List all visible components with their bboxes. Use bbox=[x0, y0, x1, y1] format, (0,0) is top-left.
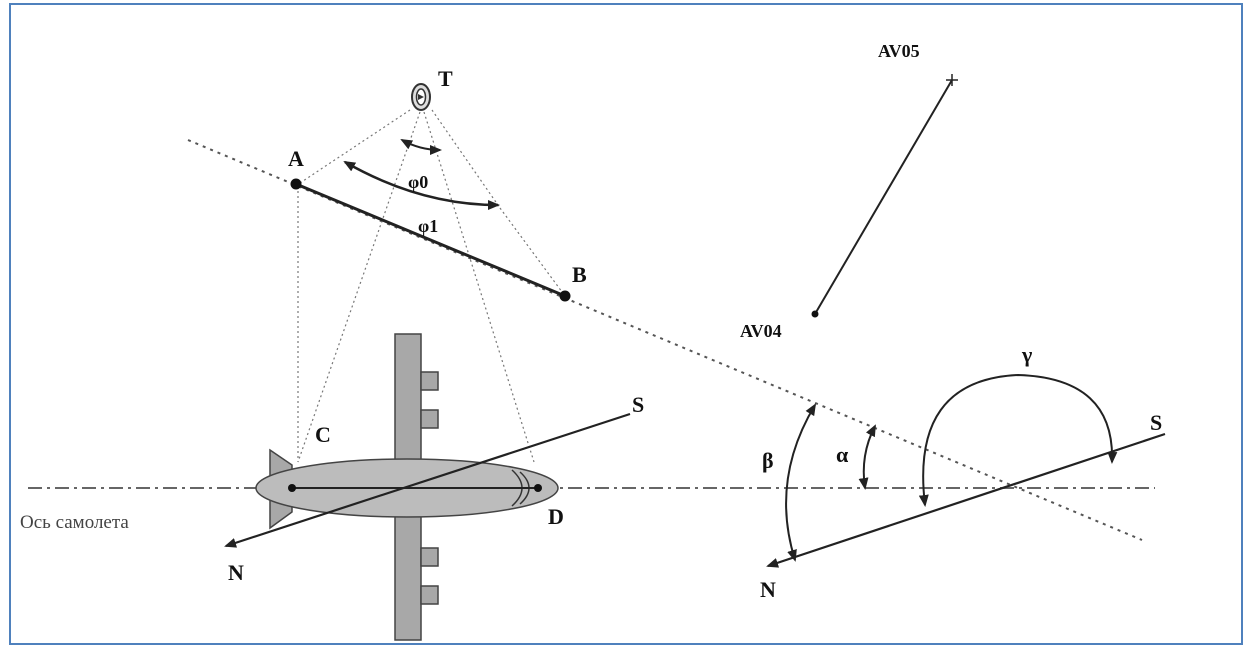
label-b: B bbox=[572, 262, 587, 287]
label-d: D bbox=[548, 504, 564, 529]
point-av05 bbox=[946, 74, 958, 86]
label-s-right: S bbox=[1150, 410, 1162, 435]
point-a bbox=[290, 178, 302, 190]
point-d bbox=[534, 484, 542, 492]
label-n-right: N bbox=[760, 577, 776, 602]
label-t: T bbox=[438, 66, 453, 91]
point-av04 bbox=[811, 310, 819, 318]
target-icon bbox=[411, 83, 431, 111]
label-c: C bbox=[315, 422, 331, 447]
label-beta: β bbox=[762, 448, 774, 473]
label-alpha: α bbox=[836, 442, 849, 467]
segment-ab bbox=[295, 182, 566, 298]
route-av04-av05 bbox=[814, 79, 953, 315]
label-gamma: γ bbox=[1021, 342, 1032, 367]
ns-line-right bbox=[766, 432, 1166, 568]
label-s-left: S bbox=[632, 392, 644, 417]
beam-lines bbox=[297, 109, 566, 463]
ns-line-left bbox=[224, 412, 631, 548]
frame-border bbox=[9, 3, 1243, 645]
phi-small-arc bbox=[400, 139, 442, 155]
label-phi0: φ0 bbox=[408, 172, 428, 192]
label-av04: AV04 bbox=[740, 321, 782, 341]
phi0-arc bbox=[343, 160, 500, 210]
alpha-arc bbox=[858, 424, 876, 490]
label-aircraft-axis: Ось самолета bbox=[20, 512, 129, 533]
beta-arc bbox=[785, 403, 817, 562]
label-a: A bbox=[288, 146, 304, 171]
label-av05: AV05 bbox=[878, 41, 920, 61]
gamma-arc bbox=[918, 373, 1118, 507]
label-phi1: φ1 bbox=[418, 216, 438, 236]
label-n-left: N bbox=[228, 560, 244, 585]
point-b bbox=[559, 290, 571, 302]
point-c bbox=[288, 484, 296, 492]
